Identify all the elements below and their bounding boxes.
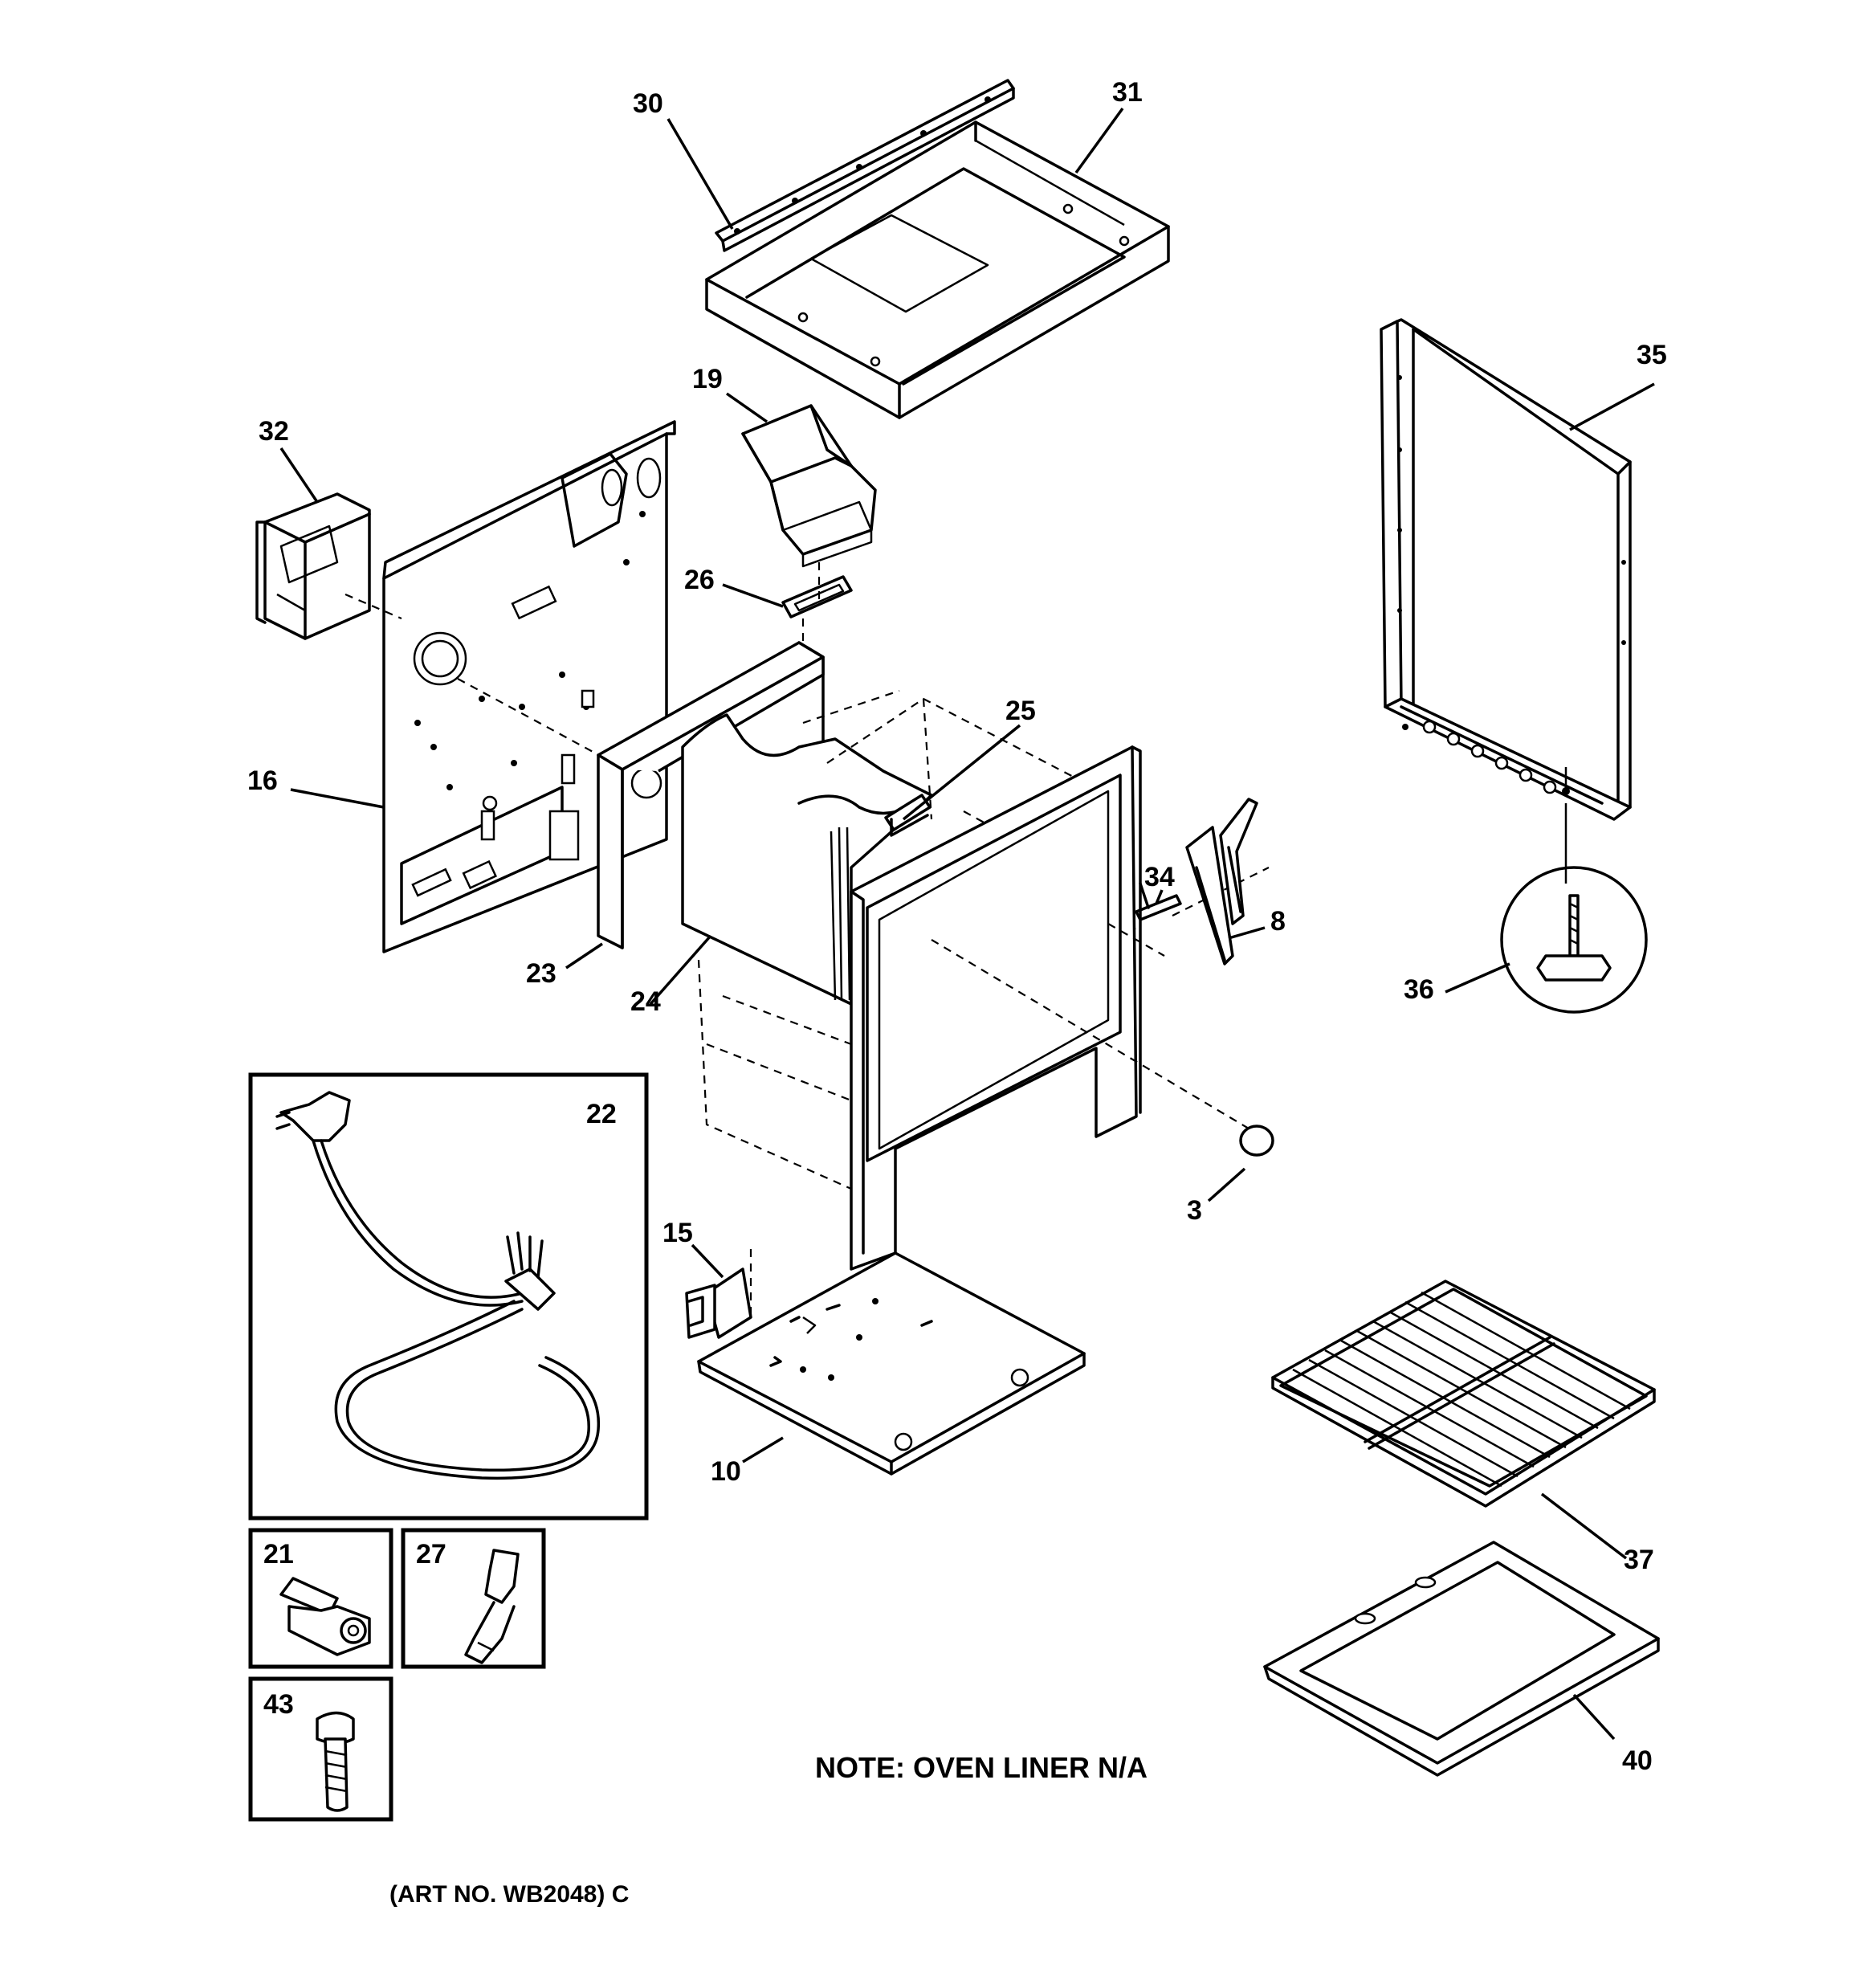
callout-35: 35 [1637,340,1667,370]
callout-16: 16 [247,765,278,796]
callout-10: 10 [711,1456,741,1487]
callout-27: 27 [416,1539,446,1570]
part-40-tray [1263,1541,1660,1777]
callout-36: 36 [1404,974,1434,1005]
callout-32: 32 [259,416,289,447]
part-10-bottom-panel [697,1251,1086,1476]
part-31-top-frame [705,120,1170,419]
callout-23: 23 [526,958,556,989]
oven-front-frame [850,745,1142,1271]
part-8-hinge [1185,798,1258,965]
part-36-leveling-leg [1500,803,1648,1014]
callout-19: 19 [692,364,723,394]
part-30-top-rail [715,79,1015,252]
part-23-insulation [597,641,825,949]
callout-24: 24 [630,986,661,1017]
callout-26: 26 [684,565,715,595]
part-43-box [248,1676,393,1822]
part-34-clip [1135,882,1182,921]
part-21-box [248,1528,393,1669]
callout-22: 22 [586,1099,617,1129]
part-22-power-cord-box [248,1072,649,1521]
callout-40: 40 [1622,1745,1653,1776]
part-26-gasket [781,575,853,618]
leader-lines [279,107,1655,1741]
callout-8: 8 [1270,906,1286,937]
callout-21: 21 [263,1539,294,1570]
part-32-box [255,492,371,640]
part-24-oven-wrap [681,713,933,1006]
part-16-back-panel [382,420,676,953]
part-15-switch [685,1268,752,1339]
callout-37: 37 [1624,1545,1654,1575]
art-number: (ART NO. WB2048) C [389,1881,630,1908]
callout-15: 15 [662,1218,693,1248]
callout-31: 31 [1112,77,1143,108]
part-19-vent-duct [741,404,877,568]
callout-30: 30 [633,88,663,119]
callout-43: 43 [263,1689,294,1720]
part-37-oven-rack [1271,1280,1656,1508]
callout-3: 3 [1187,1195,1202,1226]
part-35-side-panel [1380,318,1632,821]
part-27-box [401,1528,546,1669]
callout-25: 25 [1005,696,1036,726]
note-oven-liner: NOTE: OVEN LINER N/A [815,1751,1148,1784]
callout-34: 34 [1144,862,1175,892]
part-3-plug [1239,1125,1274,1157]
